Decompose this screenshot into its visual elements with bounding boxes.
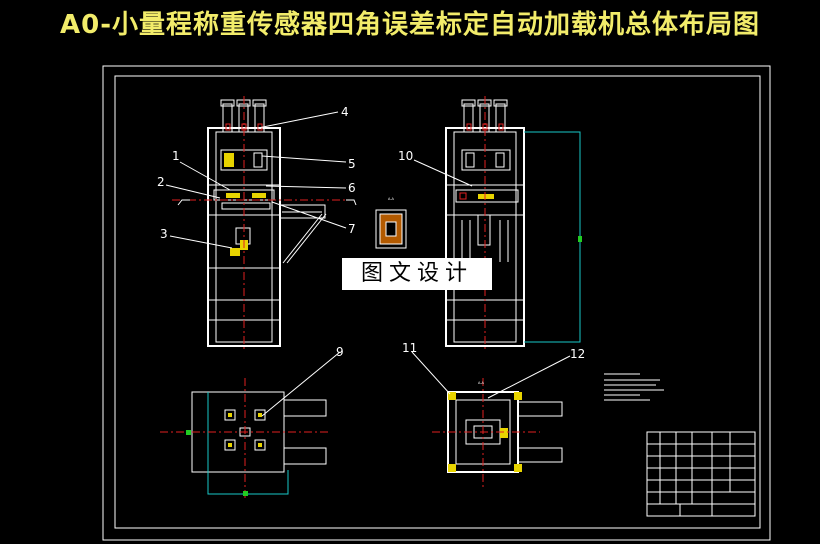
inner-border [114,75,761,529]
callout-3: 3 [160,227,168,241]
callout-2: 2 [157,175,165,189]
svg-text:A-A: A-A [478,381,485,385]
callout-7: 7 [348,222,356,236]
callout-11: 11 [402,341,417,355]
callout-9: 9 [336,345,344,359]
drawing-title: A0-小量程称重传感器四角误差标定自动加载机总体布局图 [59,10,760,40]
callout-6: 6 [348,181,356,195]
callout-5: 5 [348,157,356,171]
callout-labels: 1 2 3 4 5 6 7 9 10 11 12 [157,105,585,361]
watermark: 图文设计 [342,258,492,290]
section-detail: A-A [375,197,407,249]
front-view [172,96,357,350]
top-view-left [160,378,330,500]
top-view-right: A-A [432,378,563,490]
callout-1: 1 [172,149,180,163]
side-view [445,96,582,350]
callout-12: 12 [570,347,585,361]
callout-4: 4 [341,105,349,119]
leader-lines [165,111,571,417]
outer-border [102,65,771,541]
svg-text:A-A: A-A [388,197,395,201]
title-block [646,431,756,517]
callout-10: 10 [398,149,413,163]
technical-notes [604,373,664,401]
